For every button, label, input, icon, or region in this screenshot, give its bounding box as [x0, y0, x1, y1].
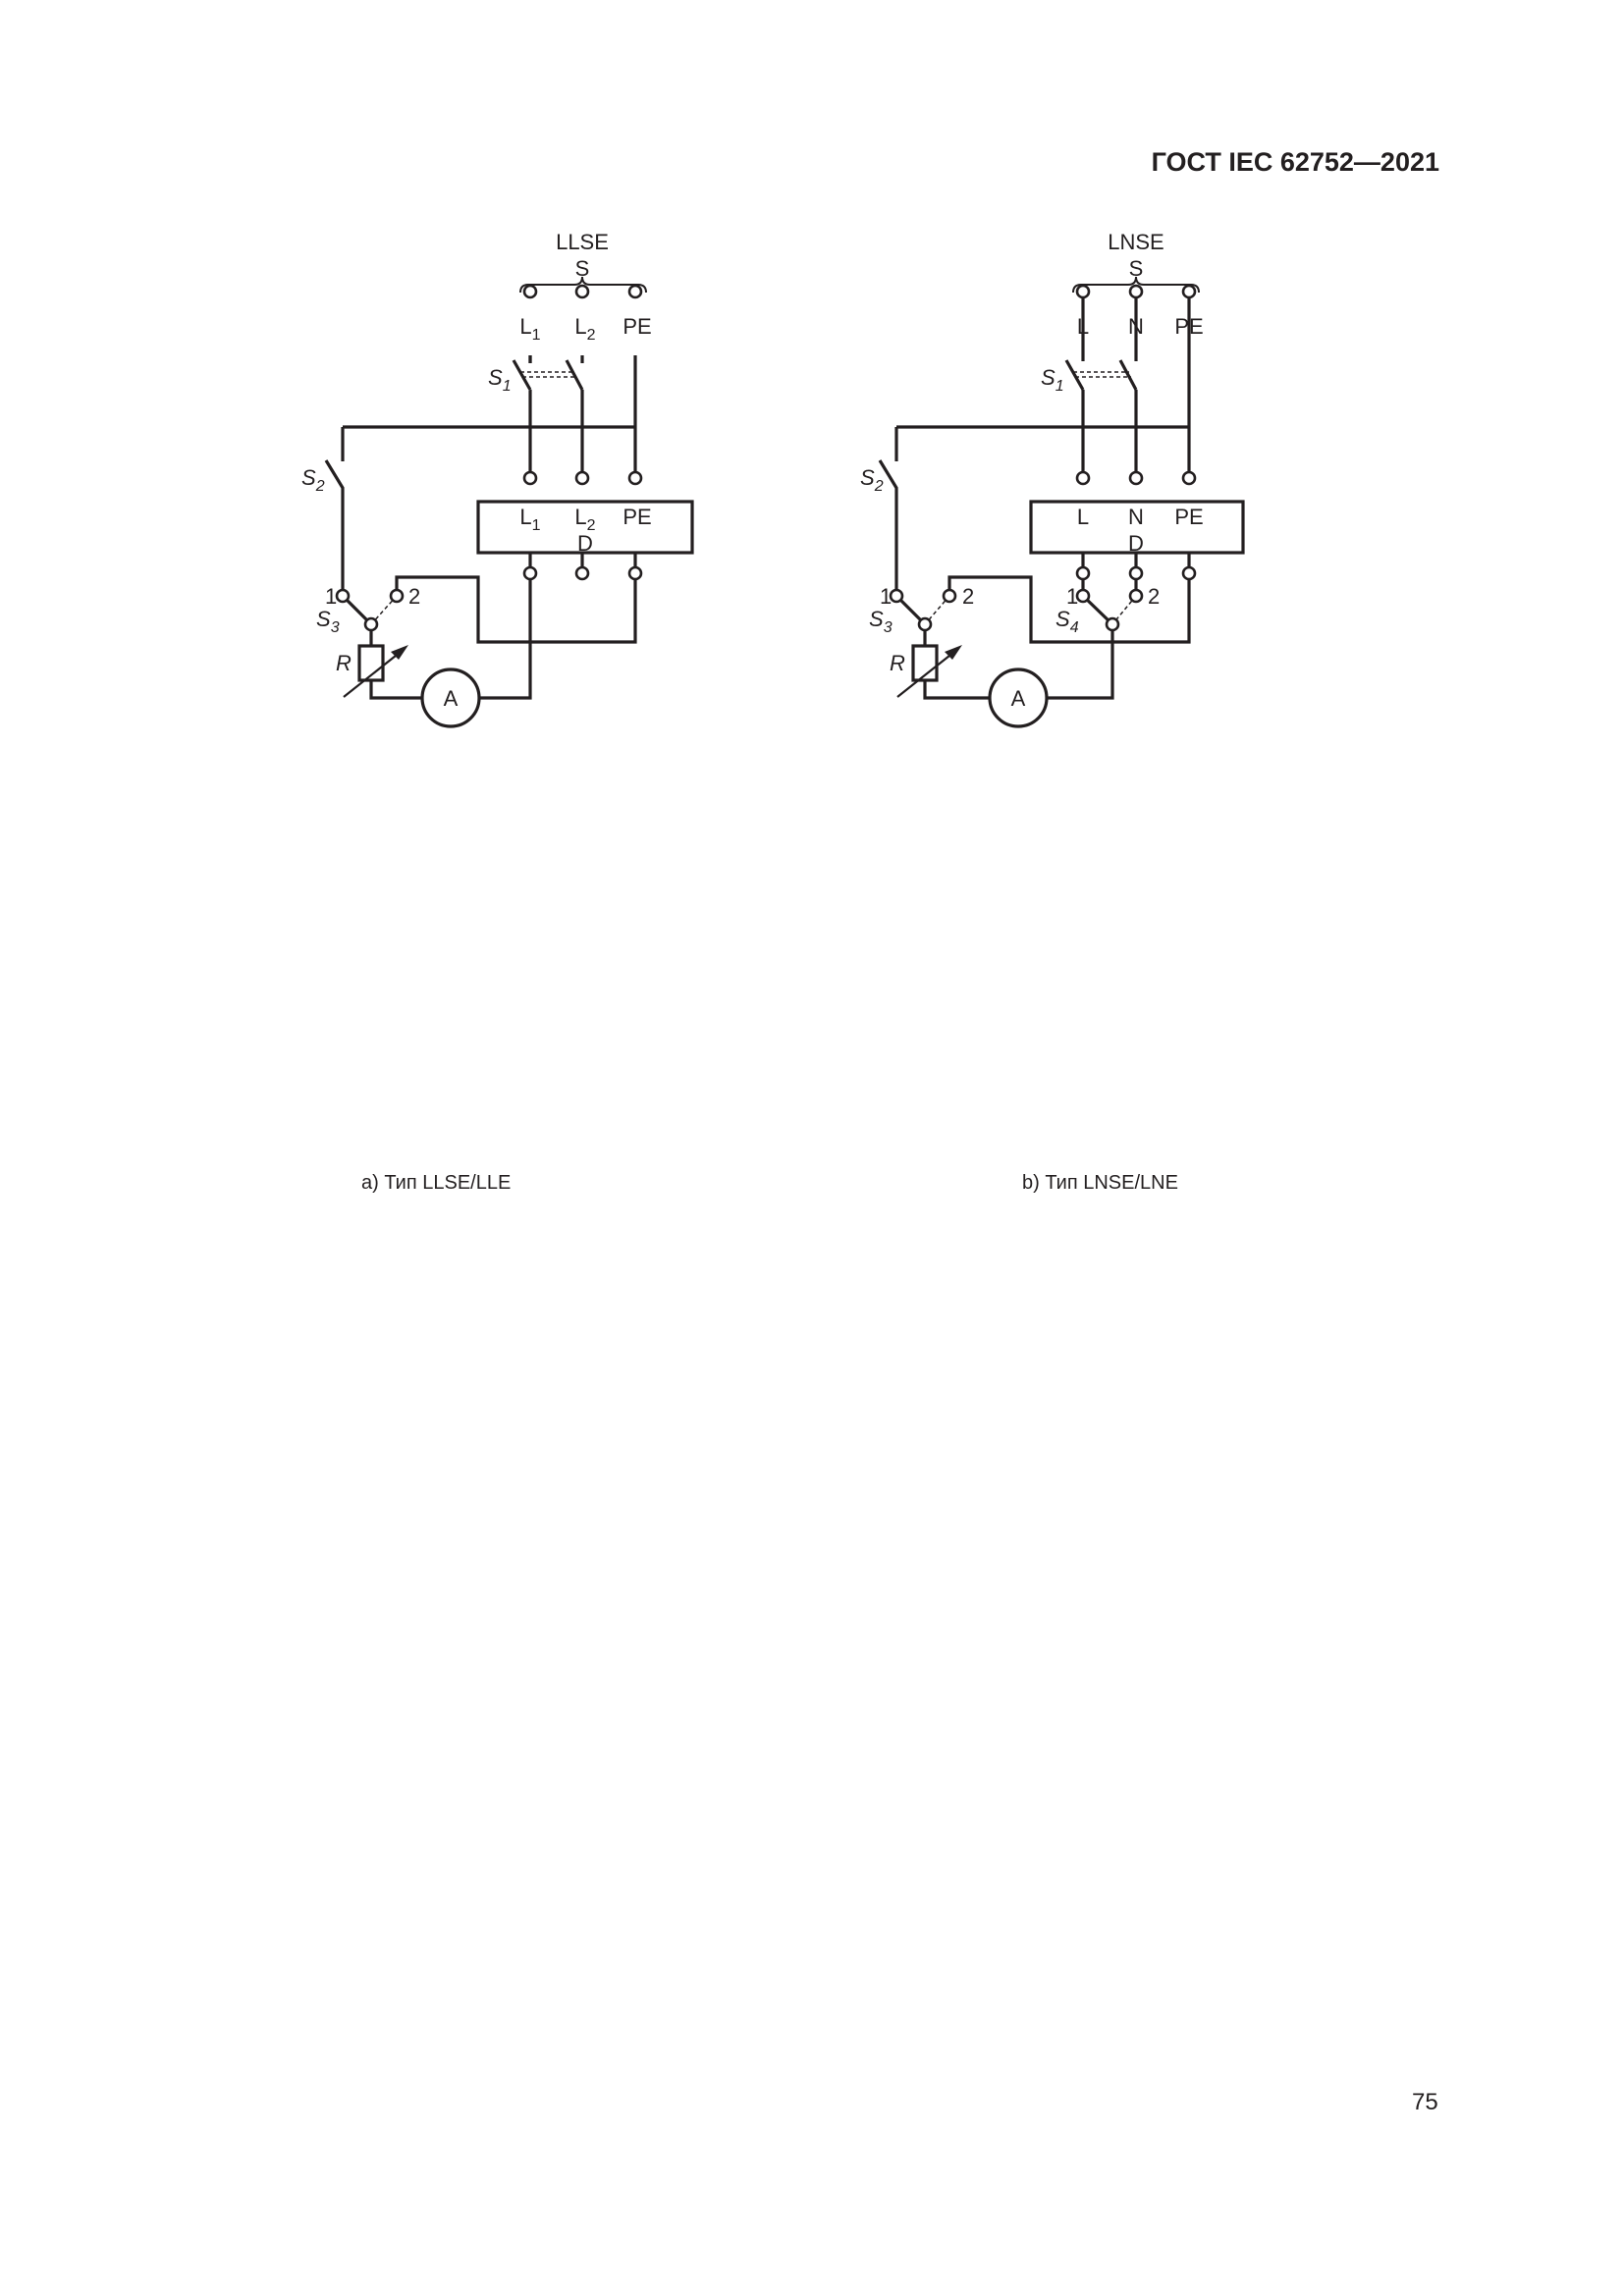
switch-s1-label: S1 — [1041, 365, 1064, 395]
variable-resistor — [911, 644, 939, 682]
figure-b-caption: b) Тип LNSE/LNE — [1022, 1172, 1178, 1194]
switch-s4-label: S4 — [1056, 607, 1079, 636]
switch-s1-label: S1 — [488, 365, 512, 395]
conductor-label: PE — [623, 314, 651, 339]
device-terminal-label: PE — [1174, 505, 1203, 529]
ammeter — [988, 667, 1049, 728]
position-1-label: 1 — [880, 584, 892, 609]
supply-label: S — [1129, 256, 1144, 281]
position-1-label: 1 — [1066, 584, 1078, 609]
switch-s3-label: S3 — [316, 607, 340, 636]
ammeter-label: A — [444, 686, 459, 711]
device-label: D — [1128, 531, 1144, 556]
switch-s3-label: S3 — [869, 607, 893, 636]
figure-b-lnse: LNSE S L N PE S1 S2 L N PE D A 1 2 1 — [860, 230, 1245, 1194]
device-terminal-label: N — [1128, 505, 1144, 529]
switch-s1-link — [1073, 371, 1131, 378]
device-terminal-label: L2 — [574, 505, 595, 534]
supply-label: S — [575, 256, 590, 281]
switch-s2-circuit — [324, 425, 635, 596]
position-2-label: 2 — [962, 584, 974, 609]
resistor-label: R — [336, 651, 352, 675]
position-1-label: 1 — [325, 584, 337, 609]
figure-a-llse: LLSE S L1 L2 PE S1 S2 L1 L2 PE D A — [301, 230, 694, 1194]
switch-s1 — [1064, 359, 1138, 391]
resistor-arrow — [343, 651, 402, 698]
resistor-label: R — [890, 651, 905, 675]
device-under-test — [476, 500, 694, 555]
position-2-label: 2 — [408, 584, 420, 609]
variable-resistor — [357, 644, 385, 682]
position-2-label: 2 — [1148, 584, 1160, 609]
page-number: 75 — [1412, 2089, 1438, 2115]
switch-s1-link — [520, 371, 577, 378]
supply-type-label: LNSE — [1108, 230, 1164, 254]
switch-s2-circuit — [878, 425, 1189, 596]
conductor-label: L2 — [574, 314, 595, 344]
document-header: ГОСТ IEC 62752—2021 — [1151, 147, 1439, 177]
resistor-arrow — [896, 651, 955, 698]
device-label: D — [577, 531, 593, 556]
device-terminal-label: L — [1077, 505, 1089, 529]
ammeter-label: A — [1011, 686, 1026, 711]
device-terminal-label: L1 — [519, 505, 540, 534]
switch-s2-label: S2 — [860, 465, 884, 495]
supply-wires — [1081, 292, 1191, 481]
supply-brace — [1072, 276, 1200, 294]
ammeter — [420, 667, 481, 728]
switch-s1 — [512, 359, 584, 391]
conductor-label: L1 — [519, 314, 540, 344]
supply-brace — [519, 276, 647, 294]
switch-s2-label: S2 — [301, 465, 325, 495]
supply-type-label: LLSE — [556, 230, 609, 254]
device-terminal-label: PE — [623, 505, 651, 529]
figure-a-caption: а) Тип LLSE/LLE — [361, 1172, 511, 1194]
